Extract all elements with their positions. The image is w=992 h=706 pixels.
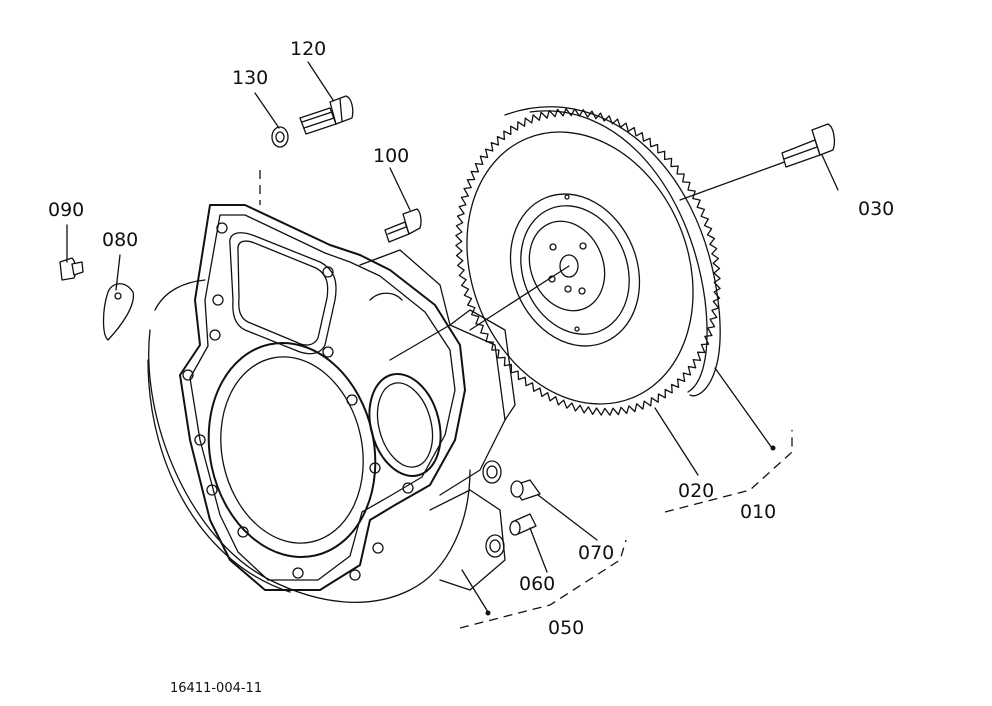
screw-090	[59, 257, 84, 281]
callout-060: 060	[519, 573, 555, 595]
leader-lines	[66, 61, 839, 629]
callout-050: 050	[548, 617, 584, 639]
group-010-marker	[770, 445, 776, 451]
group-050-marker	[485, 610, 491, 616]
callout-120: 120	[290, 38, 326, 60]
bolt-030	[781, 123, 835, 168]
drawing-number: 16411-004-11	[170, 681, 262, 696]
callout-100: 100	[373, 145, 409, 167]
pin-060	[509, 513, 537, 536]
ring-gear-teeth	[455, 108, 721, 416]
bolt-100	[384, 208, 422, 243]
callout-070: 070	[578, 542, 614, 564]
callout-labels: 120 130 100 030 090 080 020 010 070 060 …	[48, 38, 894, 639]
callout-020: 020	[678, 480, 714, 502]
bushing-070	[510, 479, 541, 501]
washer-130	[271, 126, 289, 148]
callout-030: 030	[858, 198, 894, 220]
bolt-120	[299, 95, 354, 135]
flywheel-assembly	[455, 106, 791, 416]
callout-080: 080	[102, 229, 138, 251]
plate-080	[102, 283, 135, 341]
callout-090: 090	[48, 199, 84, 221]
callout-010: 010	[740, 501, 776, 523]
callout-130: 130	[232, 67, 268, 89]
flywheel-housing	[147, 204, 516, 603]
